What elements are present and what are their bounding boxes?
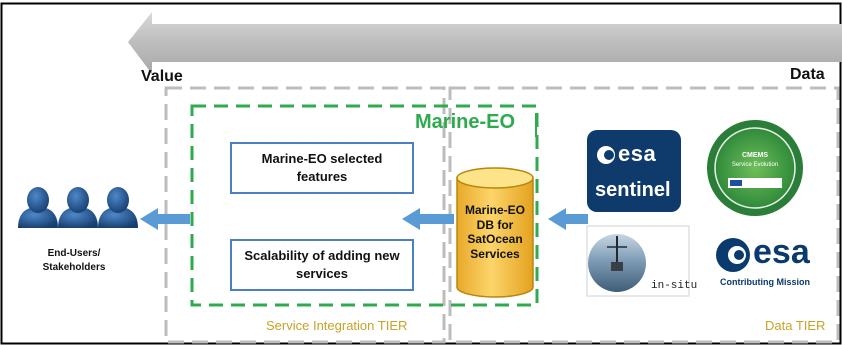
sentinel-product-text: sentinel (595, 179, 671, 201)
sentinel-logo (587, 130, 681, 212)
cmems-line1: CMEMS (741, 152, 769, 159)
feature-box-scalability: Scalability of adding new services (230, 239, 414, 291)
esa-cm-caption: Contributing Mission (720, 277, 810, 287)
arrow-sources-to-db (548, 208, 588, 230)
flow-arrow (128, 12, 842, 74)
feature-scalability-text: Scalability of adding new services (244, 248, 400, 281)
feature-box-selected: Marine-EO selected features (230, 142, 414, 194)
value-label: Value (141, 68, 183, 85)
database-label-line: Services (470, 246, 520, 261)
platform-title: Marine-EO (415, 111, 516, 133)
database-label-line: SatOcean (467, 232, 523, 247)
data-tier-label: Data TIER (765, 318, 826, 333)
title-divider (535, 113, 537, 137)
esa-contributing-mission-logo (716, 238, 750, 272)
database-label-line: Marine-EO (464, 203, 525, 217)
arrow-platform-to-users (140, 208, 190, 230)
data-label: Data (790, 66, 825, 83)
esa-cm-brand-text: esa (753, 233, 810, 271)
database-cylinder (456, 167, 534, 298)
feature-selected-text: Marine-EO selected features (261, 151, 383, 184)
service-integration-tier-label: Service Integration TIER (266, 318, 408, 333)
users-caption: End-Users/ Stakeholders (10, 247, 138, 275)
sentinel-brand-text: esa (618, 141, 657, 166)
cmems-badge (707, 120, 803, 216)
users-icon (18, 187, 138, 228)
arrow-db-to-features (402, 208, 454, 230)
insitu-label: in-situ (651, 280, 698, 292)
users-caption-line: Stakeholders (42, 262, 106, 273)
users-caption-line: End-Users/ (47, 248, 101, 259)
database-label-line: DB for (476, 217, 514, 232)
insitu-photo (586, 225, 690, 297)
marine-eo-platform-box (190, 104, 539, 307)
database-label: Marine-EO DB for SatOcean Services (457, 203, 533, 262)
cmems-line2: Service Evolution (731, 162, 779, 168)
